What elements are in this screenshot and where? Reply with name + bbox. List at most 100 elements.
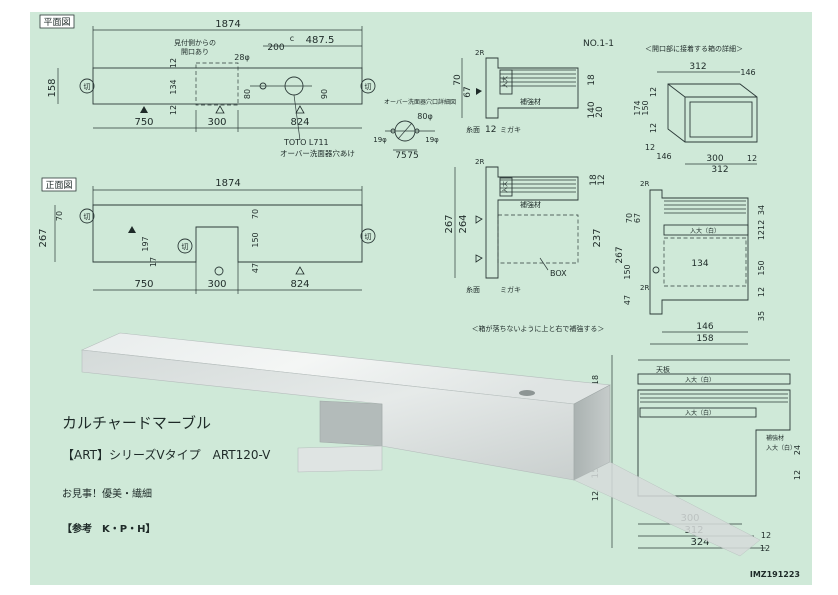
section-3-note: ＜箱が落ちないように上と右で補強する＞	[472, 324, 605, 333]
section-3-bottom-146: 146	[696, 322, 713, 332]
section-4-right-insert: 入大（白）	[766, 444, 796, 452]
section-3-pin	[652, 266, 660, 274]
section-3-dim-267: 267	[615, 246, 625, 263]
section-1-title: NO.1-1	[583, 39, 614, 49]
section-4-reinforcement: 補強材	[766, 434, 784, 442]
section-3-center-134: 134	[691, 259, 708, 269]
section-3-dim-70: 70	[625, 213, 634, 223]
section-3-dim-1212: 1212	[757, 220, 766, 240]
plan-view-title-box	[39, 14, 75, 29]
section-3-insert-white: 入大（白）	[690, 227, 720, 235]
plan-center-triangle-mark	[215, 105, 225, 114]
section-3-box-dashed	[663, 237, 747, 287]
plan-right-triangle-mark	[295, 105, 305, 114]
box-detail-side-150: 150	[641, 100, 650, 115]
box-detail: ＜開口部に接着する箱の詳細＞ 312 146 174 150 12 12 12 …	[633, 44, 758, 175]
section-4-insert-white-2: 入大（白）	[685, 409, 715, 417]
section-3-bottom-158: 158	[696, 334, 713, 344]
front-left-triangle	[128, 226, 136, 233]
front-right-triangle	[295, 266, 305, 275]
front-row-47: 47	[251, 263, 260, 273]
section-3-dim-150: 150	[623, 264, 632, 279]
section-2-box-label: BOX	[550, 269, 567, 278]
front-left-width: 750	[134, 279, 153, 290]
section-1-thread: 糸面	[466, 125, 480, 134]
section-1-dim-70: 70	[453, 74, 463, 86]
front-cut-label-left: 切	[84, 213, 91, 221]
plan-cut-mark-right	[360, 78, 376, 94]
front-right-width: 824	[290, 279, 309, 290]
section-3-dim-34: 34	[757, 205, 766, 215]
section-2: 2R 入大 補強材 BOX 267 264 237 18 12 糸面 ミガキ	[444, 158, 607, 294]
section-4-top-label: 天板	[656, 365, 670, 374]
front-view: 正面図 1874 切 切 切 267 70 197 47 150 70 17	[38, 177, 376, 294]
section-4-insert-band-2	[639, 407, 757, 418]
section-4-insert-white-1: 入大（白）	[685, 376, 715, 384]
front-cut-mark-right	[360, 228, 376, 244]
section-3-dim-150b: 150	[757, 260, 766, 275]
section-1-reinforcement: 補強材	[520, 97, 541, 106]
plan-dim-80: 80	[243, 89, 252, 99]
product-title: カルチャードマーブル	[62, 414, 211, 432]
plan-row-3: 12	[169, 105, 178, 115]
box-detail-top-312: 312	[689, 62, 706, 72]
front-cut-mark-left	[79, 208, 95, 224]
section-1-dim-67: 67	[463, 86, 473, 97]
section-2-reinforcement: 補強材	[520, 200, 541, 209]
section-3-dim-35: 35	[757, 311, 766, 321]
section-2-thread: 糸面	[466, 285, 480, 294]
section-4-right-12: 12	[793, 470, 802, 480]
section-2-dim-12: 12	[597, 174, 607, 185]
plan-opening-dashed	[195, 62, 239, 106]
plan-cut-mark-left	[79, 78, 95, 94]
section-2-dim-18: 18	[589, 174, 599, 186]
plan-cut-label-left: 切	[84, 83, 91, 91]
render-box-inner	[319, 400, 383, 447]
box-detail-edge-1	[667, 83, 686, 98]
box-detail-side-174: 174	[633, 100, 642, 115]
drawing-code: IMZ191223	[750, 570, 800, 579]
front-row-70b: 70	[251, 209, 260, 219]
product-tagline: お見事！優美・繊細	[62, 489, 152, 500]
section-3-radius-bottom: 2R	[640, 284, 649, 292]
box-detail-title: ＜開口部に接着する箱の詳細＞	[645, 44, 743, 53]
section-2-miter: ミガキ	[500, 285, 521, 294]
section-3-outline	[649, 189, 749, 315]
section-2-arrow-1	[475, 215, 483, 224]
plan-dim-90: 90	[320, 89, 329, 99]
section-2-insert	[499, 177, 513, 197]
section-2-outline	[485, 166, 579, 279]
box-detail-top-146: 146	[740, 68, 755, 77]
section-1-dim-18: 18	[587, 74, 597, 86]
section-4-insert-band-1	[637, 373, 791, 385]
box-detail-bottom-146: 146	[656, 152, 671, 161]
plan-dim-c: c	[290, 34, 294, 43]
front-view-title-box	[41, 177, 77, 192]
box-detail-bottom-12b: 12	[747, 154, 757, 163]
section-3-dim-47: 47	[623, 295, 632, 305]
section-1-dim-12: 12	[485, 125, 496, 135]
box-detail-side-12a: 12	[649, 87, 658, 97]
product-series: 【ART】シリーズVタイプ ART120-V	[62, 448, 271, 462]
hole-detail-75-right: 75	[407, 151, 418, 161]
plan-faucet-model: TOTO L711	[283, 138, 329, 147]
plan-faucet-leader	[293, 94, 301, 141]
plan-right-segment: 487.5	[306, 35, 335, 46]
section-3-dim-67: 67	[633, 213, 642, 223]
section-2-radius: 2R	[475, 158, 484, 166]
plan-view-title: 平面図	[43, 17, 70, 28]
section-1-miter: ミガキ	[500, 125, 521, 134]
front-center-width: 300	[207, 279, 226, 290]
section-3-dim-12: 12	[757, 287, 766, 297]
section-1-arrow	[476, 88, 482, 95]
box-detail-bottom-12a: 12	[645, 143, 655, 152]
box-detail-outer	[667, 83, 758, 143]
section-3-radius-top: 2R	[640, 180, 649, 188]
render-box-shelf	[297, 445, 383, 473]
section-3: 2R 入大（白） 2R 134 70 67 267 150 47 34 1212…	[472, 180, 766, 345]
section-4-bottom-324: 324	[690, 537, 709, 548]
section-2-dim-264: 264	[458, 214, 469, 233]
plan-left-width: 750	[134, 117, 153, 128]
